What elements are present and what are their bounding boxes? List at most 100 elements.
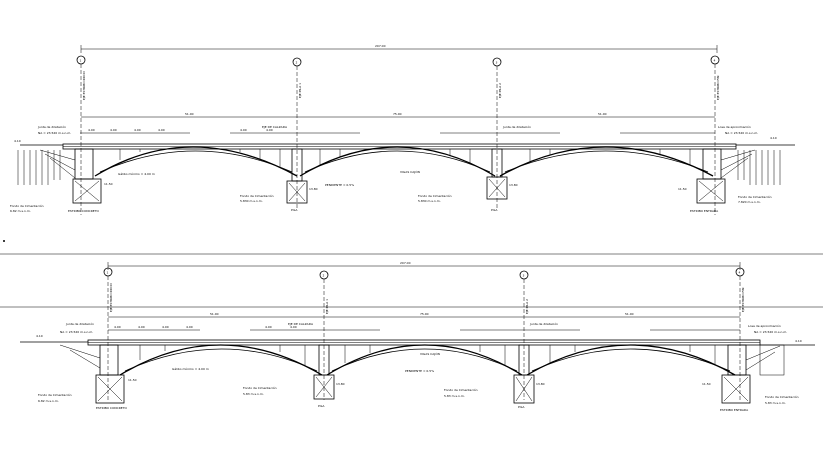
level-right: 4.10	[770, 136, 777, 140]
svg-text:Fondo de Cimentación: Fondo de Cimentación	[765, 395, 799, 399]
level-right: 4.10	[795, 339, 802, 343]
nivel-label: NA = 23.520 m.s.n.m.	[754, 330, 787, 334]
elevation-bottom: 207.00 1 EJE ESTRIBO INICIO 2 EJE PILA 1…	[20, 261, 815, 412]
level-left: 4.10	[14, 139, 21, 143]
svg-text:1: 1	[80, 59, 82, 63]
arch-span-3	[526, 344, 736, 376]
svg-text:EJE ESTRIBO INICIO: EJE ESTRIBO INICIO	[82, 70, 86, 100]
svg-text:11.50: 11.50	[702, 382, 711, 386]
svg-text:5.830 m.s.n.m.: 5.830 m.s.n.m.	[418, 199, 441, 203]
arch-span-3	[499, 146, 714, 177]
junta-label: Junta de dilatación	[37, 125, 66, 129]
viga-label: VIGAS CAJÓN	[400, 169, 420, 174]
axis-marker-1: 1 EJE ESTRIBO INICIO	[76, 55, 86, 215]
arch-span-2	[299, 146, 496, 177]
svg-text:4.00: 4.00	[114, 325, 121, 329]
rasante-label: PENDIENTE = 0.5%	[325, 183, 354, 187]
rasante-label: PENDIENTE = 0.5%	[405, 369, 434, 373]
svg-text:11.50: 11.50	[678, 187, 687, 191]
svg-text:11.50: 11.50	[104, 182, 113, 186]
svg-text:5.830 m.s.n.m.: 5.830 m.s.n.m.	[240, 199, 263, 203]
svg-text:5.83 m.s.n.m.: 5.83 m.s.n.m.	[444, 394, 465, 398]
axis-marker-1: 1 EJE ESTRIBO INICIO	[103, 267, 113, 400]
axis-marker-4: 4 EJE ESTRIBO FIN	[710, 55, 720, 215]
svg-text:4.00: 4.00	[186, 325, 193, 329]
svg-text:6.82 m.s.n.m.: 6.82 m.s.n.m.	[38, 399, 59, 403]
svg-text:PILA: PILA	[291, 208, 298, 212]
svg-text:ESTRIBO ENTRADA: ESTRIBO ENTRADA	[720, 408, 749, 412]
svg-text:Fondo de Cimentación: Fondo de Cimentación	[38, 393, 72, 397]
svg-text:7.820 m.s.n.m.: 7.820 m.s.n.m.	[738, 200, 761, 204]
svg-text:Fondo de Cimentación: Fondo de Cimentación	[10, 204, 44, 208]
svg-text:51.00: 51.00	[625, 312, 634, 316]
svg-text:51.00: 51.00	[598, 112, 607, 116]
svg-text:2: 2	[296, 61, 298, 65]
svg-text:2: 2	[323, 274, 325, 278]
overall-dimension: 207.00	[375, 44, 386, 48]
svg-text:13.80: 13.80	[309, 187, 318, 191]
svg-text:13.80: 13.80	[509, 183, 518, 187]
svg-text:4.00: 4.00	[290, 325, 297, 329]
marker-dot	[3, 240, 5, 242]
svg-text:13.80: 13.80	[336, 382, 345, 386]
svg-text:ESTRIBO CONCRETO: ESTRIBO CONCRETO	[68, 209, 100, 213]
svg-text:4.00: 4.00	[265, 325, 272, 329]
junta-label: Junta de dilatación	[65, 322, 94, 326]
svg-text:4.00: 4.00	[134, 128, 141, 132]
arch-span-1	[119, 344, 323, 376]
galibo-label: Gálibo mínimo = 4.00 m	[172, 367, 209, 371]
axis-marker-3: 3 EJE PILA 2	[492, 57, 502, 210]
svg-text:EJE PILA 2: EJE PILA 2	[498, 83, 502, 98]
arch-span-2	[326, 344, 523, 376]
junta-label: Junta de dilatación	[502, 125, 531, 129]
svg-text:EJE ESTRIBO FIN: EJE ESTRIBO FIN	[716, 76, 720, 100]
svg-text:4.00: 4.00	[162, 325, 169, 329]
axis-marker-3: 3 EJE PILA 2	[519, 270, 529, 400]
svg-text:75.00: 75.00	[393, 112, 402, 116]
svg-text:11.50: 11.50	[128, 378, 137, 382]
level-left: 4.10	[36, 334, 43, 338]
svg-text:Fondo de Cimentación: Fondo de Cimentación	[240, 194, 274, 198]
axis-marker-2: 2 EJE PILA 1	[319, 270, 329, 400]
ground-hatching	[17, 150, 781, 185]
svg-text:EJE PILA 2: EJE PILA 2	[525, 299, 529, 314]
svg-text:EJE ESTRIBO INICIO: EJE ESTRIBO INICIO	[109, 282, 113, 312]
viga-label: VIGAS CAJÓN	[420, 351, 440, 356]
nivel-label: NA = 23.520 m.s.n.m.	[60, 330, 93, 334]
losa-label: Losa de aproximación	[748, 324, 781, 328]
svg-text:Fondo de Cimentación: Fondo de Cimentación	[418, 194, 452, 198]
svg-text:EJE ESTRIBO FIN: EJE ESTRIBO FIN	[741, 288, 745, 312]
svg-text:3: 3	[496, 61, 498, 65]
svg-text:EJE PILA 1: EJE PILA 1	[298, 83, 302, 98]
svg-text:6.82 m.s.n.m.: 6.82 m.s.n.m.	[10, 209, 31, 213]
losa-label: Losa de aproximación	[718, 125, 751, 129]
svg-text:51.00: 51.00	[210, 312, 219, 316]
svg-text:PILA: PILA	[491, 208, 498, 212]
svg-text:4.00: 4.00	[88, 128, 95, 132]
nivel-label: NA = 23.520 m.s.n.m.	[38, 131, 71, 135]
svg-text:5.83 m.s.n.m.: 5.83 m.s.n.m.	[243, 392, 264, 396]
eje-label: EJE DE CALZADA	[262, 125, 288, 129]
svg-text:Fondo de Cimentación: Fondo de Cimentación	[243, 386, 277, 390]
svg-text:4: 4	[714, 59, 716, 63]
svg-text:4.00: 4.00	[240, 128, 247, 132]
galibo-label: Gálibo mínimo = 4.00 m	[118, 172, 155, 176]
overall-dimension: 207.00	[400, 261, 411, 265]
svg-text:Fondo de Cimentación: Fondo de Cimentación	[444, 388, 478, 392]
abutment-left	[39, 148, 102, 204]
svg-text:4.00: 4.00	[138, 325, 145, 329]
svg-text:4.00: 4.00	[266, 128, 273, 132]
svg-text:75.00: 75.00	[420, 312, 429, 316]
svg-text:13.80: 13.80	[536, 382, 545, 386]
abutment-left	[59, 344, 125, 404]
abutment-right	[721, 344, 785, 404]
svg-text:ESTRIBO CONCRETO: ESTRIBO CONCRETO	[96, 406, 128, 410]
elevation-top: 207.00 1 EJE ESTRIBO INICIO 2 EJE PILA 1…	[10, 44, 795, 215]
axis-marker-2: 2 EJE PILA 1	[292, 57, 302, 210]
svg-text:1: 1	[107, 271, 109, 275]
svg-text:PILA: PILA	[318, 404, 325, 408]
svg-text:Fondo de Cimentación: Fondo de Cimentación	[738, 195, 772, 199]
svg-text:4: 4	[739, 271, 741, 275]
svg-text:EJE PILA 1: EJE PILA 1	[325, 299, 329, 314]
